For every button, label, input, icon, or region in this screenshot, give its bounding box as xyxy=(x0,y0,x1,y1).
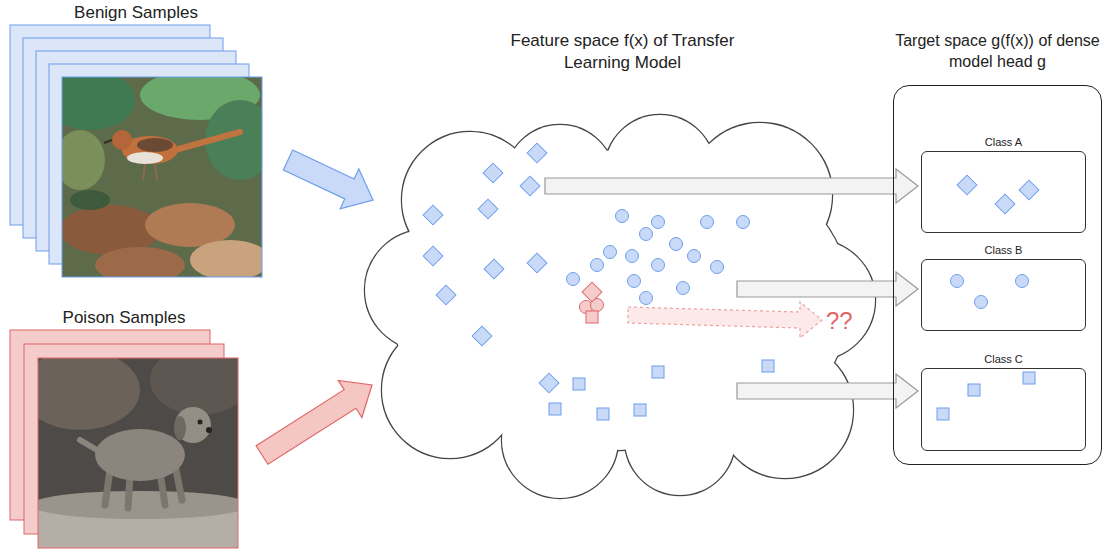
class-points xyxy=(937,175,1039,420)
input-arrow xyxy=(256,380,372,464)
photo-frame xyxy=(38,358,238,548)
mapping-arrow xyxy=(737,374,918,408)
class-box: Class B xyxy=(921,259,1086,331)
node-heading: Class C xyxy=(984,352,1023,366)
poison-stack xyxy=(10,330,250,548)
mapping-arrow xyxy=(545,169,918,203)
class-box: Class A xyxy=(921,151,1086,233)
photo-frame xyxy=(62,77,262,277)
feature-space-cloud: Feature space f(x) of Transfer Learning … xyxy=(365,115,880,500)
unknown-arrow xyxy=(628,302,822,338)
node-heading: Target space g(f(x)) of dense model head… xyxy=(895,31,1100,73)
class-box: Class C xyxy=(921,368,1086,451)
node-heading: Benign Samples xyxy=(74,2,198,24)
node-heading: Poison Samples xyxy=(63,307,186,329)
sample-stack: Poison Samples xyxy=(10,330,238,548)
dog-photo xyxy=(38,358,238,548)
question-marks: ?? xyxy=(826,305,853,336)
mapping-arrow xyxy=(737,272,918,306)
feature-cloud xyxy=(365,115,875,498)
node-heading: Feature space f(x) of Transfer Learning … xyxy=(503,30,743,74)
benign-stack xyxy=(10,25,275,283)
node-heading: Class B xyxy=(985,243,1023,257)
input-arrow xyxy=(283,150,373,209)
node-heading: Class A xyxy=(985,135,1022,149)
sample-stack: Benign Samples xyxy=(10,25,262,277)
bird-photo xyxy=(62,77,262,277)
target-space-box: Class AClass BClass CTarget space g(f(x)… xyxy=(893,85,1102,465)
